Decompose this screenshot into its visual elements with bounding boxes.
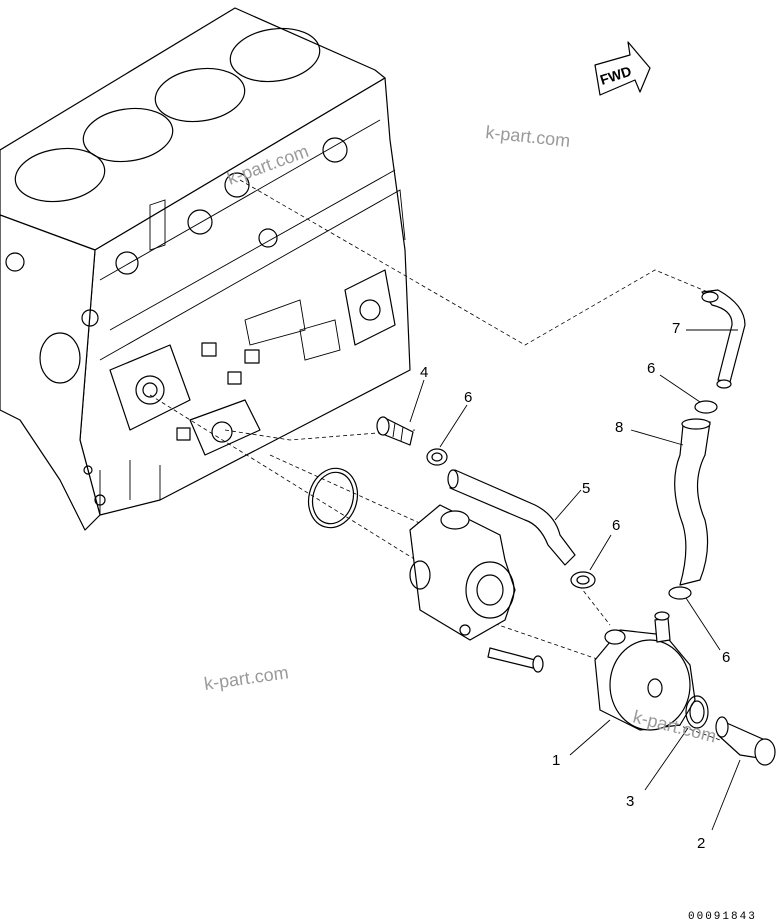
- figure-number: 00091843: [688, 911, 757, 923]
- hose-clamp-part: [694, 400, 718, 414]
- callout-6: 6: [464, 389, 472, 406]
- lower-hose-part: [674, 418, 711, 586]
- callout-6: 6: [722, 649, 730, 666]
- callout-5: 5: [582, 480, 590, 497]
- watermark: k-part.com: [203, 662, 290, 694]
- callout-8: 8: [615, 419, 623, 436]
- forward-direction-marker: FWD: [594, 41, 651, 96]
- pipe-connector-part: [715, 716, 776, 766]
- watermark: k-part.com: [485, 122, 572, 151]
- callout-6: 6: [647, 360, 655, 377]
- hose-clamp-part: [668, 586, 692, 600]
- hose-clamp-part: [426, 448, 448, 466]
- bolt-part: [376, 416, 414, 446]
- engine-block: [0, 7, 411, 531]
- callout-6: 6: [612, 517, 620, 534]
- gasket-part: [685, 695, 709, 729]
- cooler-bracket-part: [409, 504, 516, 641]
- upper-tube-part: [701, 289, 746, 389]
- callout-4: 4: [420, 364, 428, 381]
- callout-2: 2: [697, 835, 705, 852]
- hose-clamp-part: [570, 571, 596, 589]
- callout-7: 7: [672, 320, 680, 337]
- bracket-bolt-part: [487, 647, 544, 673]
- callout-1: 1: [552, 752, 560, 769]
- leader-lines: [409, 329, 741, 831]
- callout-3: 3: [626, 793, 634, 810]
- callout-labels: 4 6 5 6 6 8 7 6 1 3 2: [420, 320, 730, 852]
- hose-part: [447, 469, 576, 566]
- oil-cooler-part: [594, 611, 696, 731]
- o-ring-part: [307, 467, 359, 529]
